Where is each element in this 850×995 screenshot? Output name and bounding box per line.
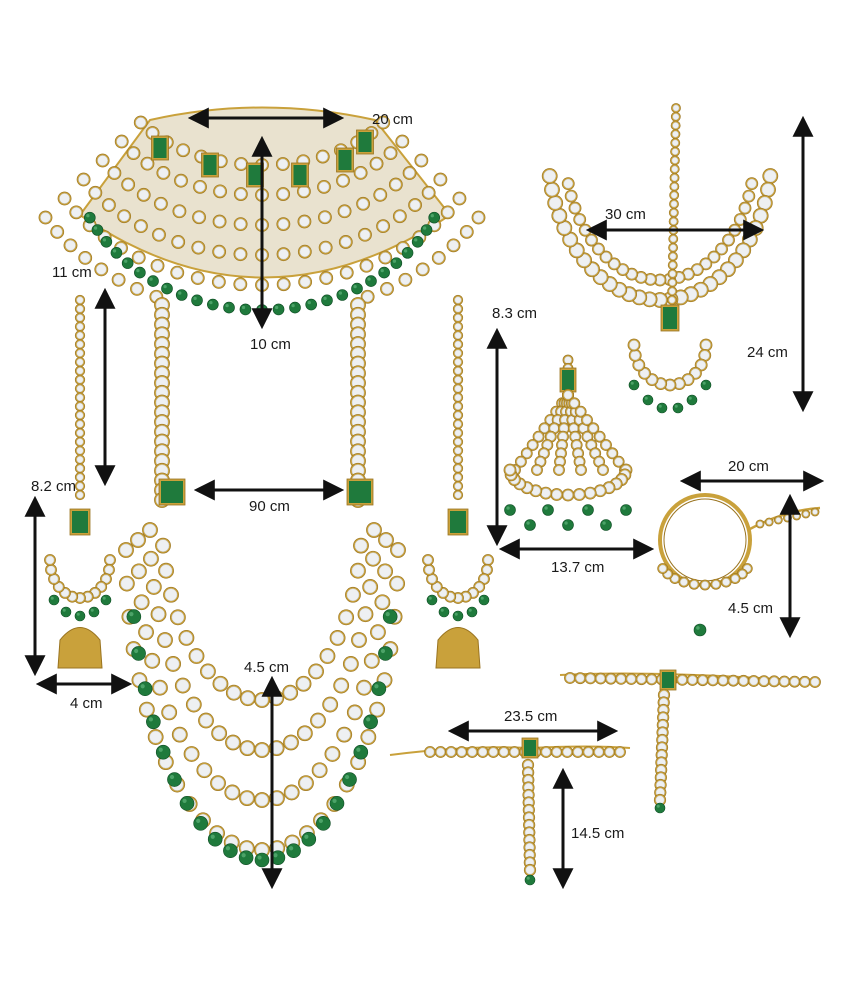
haath-phool-right	[559, 669, 821, 814]
nath-chain-label: 20 cm	[728, 458, 769, 475]
matha-patti-height-label: 24 cm	[747, 344, 788, 361]
earring-left	[44, 294, 116, 669]
earring-height-label: 8.2 cm	[31, 478, 77, 495]
passa-height-label: 8.3 cm	[492, 305, 538, 322]
earring-width-label: 4 cm	[70, 695, 103, 712]
earring-chain-label: 11 cm	[52, 264, 92, 281]
long-necklace-drop-label: 4.5 cm	[244, 659, 290, 676]
choker-height-label: 10 cm	[250, 336, 291, 353]
choker-width-label: 20 cm	[372, 111, 413, 128]
passa	[503, 354, 633, 531]
long-necklace-length-label: 90 cm	[249, 498, 290, 515]
haath-phool-width-label: 23.5 cm	[504, 708, 558, 725]
long-layered-necklace	[118, 297, 406, 868]
passa-width-label: 13.7 cm	[551, 559, 605, 576]
earring-right	[422, 294, 494, 669]
measurement-arrows	[24, 107, 825, 890]
nath-height-label: 4.5 cm	[728, 600, 774, 617]
nath	[657, 493, 821, 637]
haath-phool-left	[389, 737, 631, 886]
haath-phool-height-label: 14.5 cm	[571, 825, 625, 842]
matha-patti-width-label: 30 cm	[605, 206, 646, 223]
matha-patti	[541, 103, 779, 414]
